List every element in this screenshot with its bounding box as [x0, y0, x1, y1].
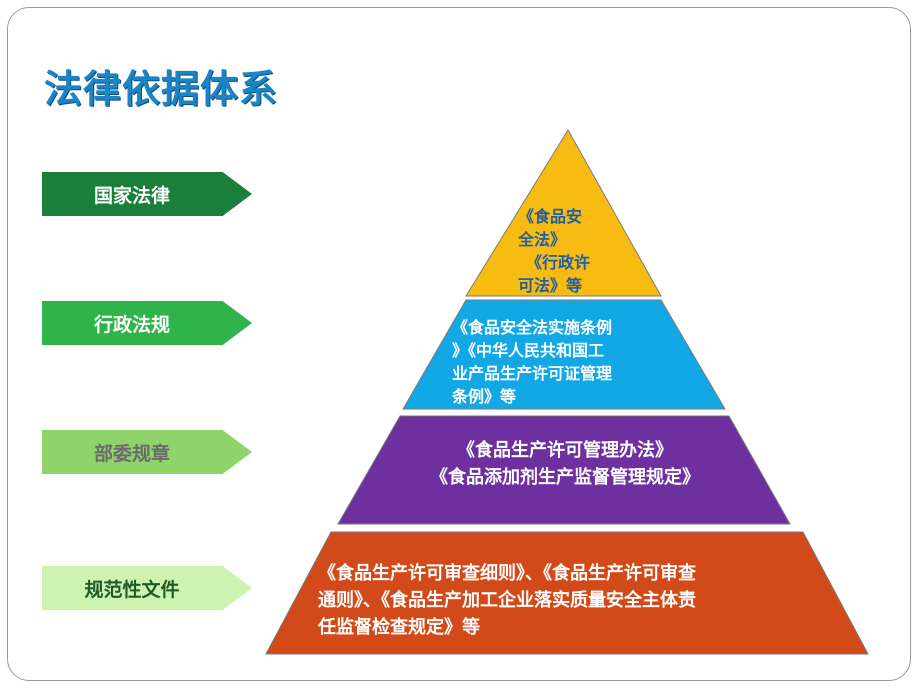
- tier-line: 》《中华人民共和国工: [452, 341, 605, 360]
- level-label-text: 国家法律: [93, 184, 170, 207]
- tier-line: 业产品生产许可证管理: [452, 364, 613, 383]
- pyramid-tier-1-text: 《食品安 全法》 《行政许 可法》等: [518, 205, 610, 297]
- pyramid-tier-3: [337, 415, 791, 525]
- level-label-text: 行政法规: [93, 313, 170, 336]
- pyramid-tier-1: [465, 129, 662, 297]
- level-label-ministry-rule: 部委规章: [42, 430, 252, 474]
- level-label-text: 规范性文件: [84, 578, 180, 601]
- level-label-admin-regulation: 行政法规: [42, 301, 252, 345]
- tier-line: 《食品添加剂生产监督管理规定》: [430, 467, 700, 488]
- slide-title: 法律依据体系: [44, 67, 279, 111]
- pyramid-tier-2: [402, 299, 726, 410]
- tier-line: 《食品安全法实施条例: [452, 318, 613, 337]
- tier-line: 条例》等: [452, 387, 517, 406]
- slide-frame: [7, 7, 911, 681]
- pyramid-tier-3-text: 《食品生产许可管理办法》 《食品添加剂生产监督管理规定》: [395, 437, 735, 491]
- pyramid-tier-4: [265, 531, 869, 655]
- tier-line: 《食品安: [518, 207, 583, 226]
- tier-line: 全法》: [518, 230, 567, 249]
- tier-line: 《行政许: [526, 253, 591, 272]
- pyramid-tier-2-text: 《食品安全法实施条例 》《中华人民共和国工 业产品生产许可证管理 条例》等: [452, 316, 667, 408]
- tier-line: 《食品生产许可管理办法》: [457, 440, 673, 461]
- level-label-normative-document: 规范性文件: [42, 566, 252, 610]
- pyramid-tier-4-text: 《食品生产许可审查细则》、《食品生产许可审查 通则》、《食品生产加工企业落实质量…: [318, 560, 826, 641]
- level-label-national-law: 国家法律: [42, 172, 252, 216]
- level-label-text: 部委规章: [93, 442, 170, 465]
- tier-line: 可法》等: [518, 276, 583, 295]
- tier-line: 通则》、《食品生产加工企业落实质量安全主体责: [318, 590, 696, 611]
- tier-line: 任监督检查规定》等: [318, 617, 480, 638]
- tier-line: 《食品生产许可审查细则》、《食品生产许可审查: [318, 563, 696, 584]
